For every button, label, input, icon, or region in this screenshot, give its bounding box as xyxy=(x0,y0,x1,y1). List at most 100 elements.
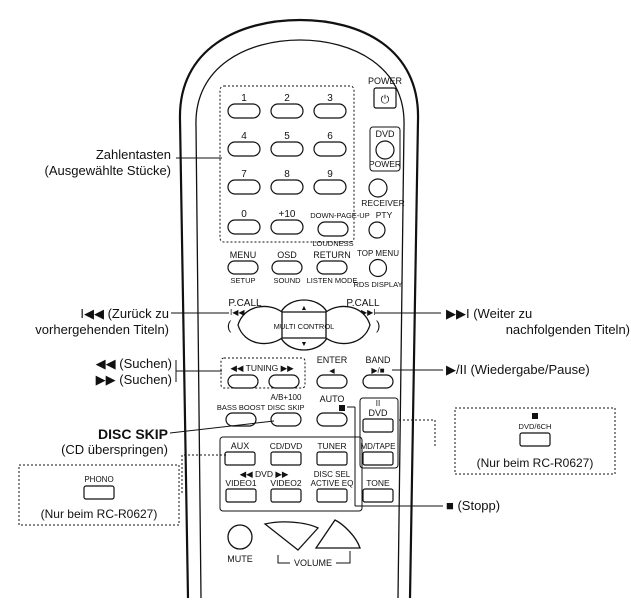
dvd-input-label: DVD xyxy=(368,408,388,418)
up-arrow-icon: ▲ xyxy=(301,305,308,312)
return-label: RETURN xyxy=(313,250,351,260)
aux-button[interactable] xyxy=(224,451,256,466)
key-1-label: 1 xyxy=(241,93,247,104)
dvd-power-label: POWER xyxy=(369,159,401,169)
key-plus10[interactable] xyxy=(270,219,304,235)
menu-button[interactable] xyxy=(227,260,259,275)
auto-button[interactable] xyxy=(316,412,348,427)
mute-button[interactable] xyxy=(227,524,253,550)
pcall-left-label: P.CALL xyxy=(228,298,262,309)
key-0[interactable] xyxy=(227,219,261,235)
phono-inset xyxy=(18,464,180,526)
callout-next-line1: ▶▶I (Weiter zu xyxy=(446,306,533,321)
play-stop-icon: ▶/■ xyxy=(371,366,384,375)
dvd6ch-inset xyxy=(454,407,616,475)
callout-previous-track: I◀◀ (Zurück zu vorhergehenden Titeln) xyxy=(35,306,169,338)
key-2-label: 2 xyxy=(284,93,290,104)
top-menu-button[interactable] xyxy=(368,258,388,278)
video1-button[interactable] xyxy=(225,488,257,503)
callout-next-line2: nachfolgenden Titeln) xyxy=(505,322,630,337)
loudness-button[interactable] xyxy=(317,221,349,237)
stop-icon xyxy=(339,405,345,411)
dvd-skip-label: ◀◀ DVD ▶▶ xyxy=(240,469,289,479)
key-plus10-label: +10 xyxy=(279,209,296,220)
tone-button[interactable] xyxy=(362,488,394,503)
key-7-label: 7 xyxy=(241,169,247,180)
loudness-label: LOUDNESS xyxy=(312,239,353,248)
osd-button[interactable] xyxy=(271,260,303,275)
callout-play-pause: ▶/II (Wiedergabe/Pause) xyxy=(446,362,590,377)
key-9-label: 9 xyxy=(327,169,333,180)
volume-up-button[interactable] xyxy=(314,519,361,549)
multi-control-right[interactable] xyxy=(325,305,371,345)
multi-control[interactable] xyxy=(237,299,371,351)
key-3-label: 3 xyxy=(327,93,333,104)
cd-dvd-label: CD/DVD xyxy=(270,441,303,451)
enter-arrow-icon: ◀ xyxy=(329,368,335,375)
key-8[interactable] xyxy=(270,179,304,195)
dvd-input-button[interactable] xyxy=(362,418,394,433)
video2-button[interactable] xyxy=(270,488,302,503)
key-9[interactable] xyxy=(313,179,347,195)
menu-label: MENU xyxy=(230,250,257,260)
receiver-label: RECEIVER xyxy=(361,198,404,208)
number-keys: 1 2 3 4 5 6 7 8 9 0 +10 xyxy=(227,93,347,235)
tuning-group-box xyxy=(220,357,306,389)
key-1[interactable] xyxy=(227,103,261,119)
listen-mode-label: LISTEN MODE xyxy=(307,276,358,285)
down-page-up-label: DOWN-PAGE-UP xyxy=(310,211,369,220)
input-group-box xyxy=(219,436,363,512)
pty-label: PTY xyxy=(376,210,393,220)
bass-boost-button[interactable] xyxy=(225,412,257,427)
key-5[interactable] xyxy=(270,141,304,157)
phono-button-label: PHONO xyxy=(84,475,113,484)
callout-previous-line1: I◀◀ (Zurück zu xyxy=(80,306,169,321)
volume-down-button[interactable] xyxy=(263,521,320,551)
cd-dvd-button[interactable] xyxy=(270,451,302,466)
disc-skip-label: DISC SKIP xyxy=(267,403,304,412)
pty-button[interactable] xyxy=(368,221,386,239)
disc-sel-button[interactable] xyxy=(316,488,348,503)
down-arrow-icon: ▼ xyxy=(301,341,308,348)
dvd6ch-button[interactable] xyxy=(519,432,551,447)
dvd6ch-note: (Nur beim RC-R0627) xyxy=(477,456,594,470)
multi-control-label: MULTI CONTROL xyxy=(274,322,335,331)
dvd-power-button[interactable] xyxy=(375,140,395,160)
enter-button[interactable] xyxy=(316,374,348,389)
tuner-label: TUNER xyxy=(317,441,346,451)
tuning-up-button[interactable] xyxy=(268,374,300,389)
bass-boost-label: BASS BOOST xyxy=(217,403,266,412)
callout-disc-skip-line1: DISC SKIP xyxy=(97,426,168,442)
key-2[interactable] xyxy=(270,103,304,119)
band-button[interactable] xyxy=(362,374,394,389)
dvd-power-frame xyxy=(369,126,401,172)
leader-lines xyxy=(169,157,443,507)
disc-skip-button[interactable] xyxy=(270,412,302,427)
key-7[interactable] xyxy=(227,179,261,195)
tuning-down-button[interactable] xyxy=(227,374,259,389)
key-3[interactable] xyxy=(313,103,347,119)
multi-control-left[interactable] xyxy=(237,305,283,345)
return-button[interactable] xyxy=(316,260,348,275)
key-6[interactable] xyxy=(313,141,347,157)
phono-button[interactable] xyxy=(83,485,115,500)
callout-previous-line2: vorhergehenden Titeln) xyxy=(35,322,169,337)
key-8-label: 8 xyxy=(284,169,290,180)
callout-next-track: ▶▶I (Weiter zu nachfolgenden Titeln) xyxy=(444,306,630,338)
tuner-button[interactable] xyxy=(316,451,348,466)
callout-zahlentasten: Zahlentasten (Ausgewählte Stücke) xyxy=(45,147,171,179)
auto-label: AUTO xyxy=(320,394,345,404)
osd-label: OSD xyxy=(277,250,297,260)
power-button[interactable] xyxy=(373,87,397,109)
volume-label: VOLUME xyxy=(294,558,332,568)
key-4[interactable] xyxy=(227,141,261,157)
top-menu-label: TOP MENU xyxy=(357,249,399,258)
dvd-input-box xyxy=(359,397,399,469)
receiver-button[interactable] xyxy=(368,178,388,198)
md-tape-button[interactable] xyxy=(362,451,394,466)
key-0-label: 0 xyxy=(241,209,247,220)
disc-sel-label: DISC SEL xyxy=(314,470,351,479)
left-paren-icon: ( xyxy=(227,318,232,333)
dvd-label: DVD xyxy=(375,129,395,139)
